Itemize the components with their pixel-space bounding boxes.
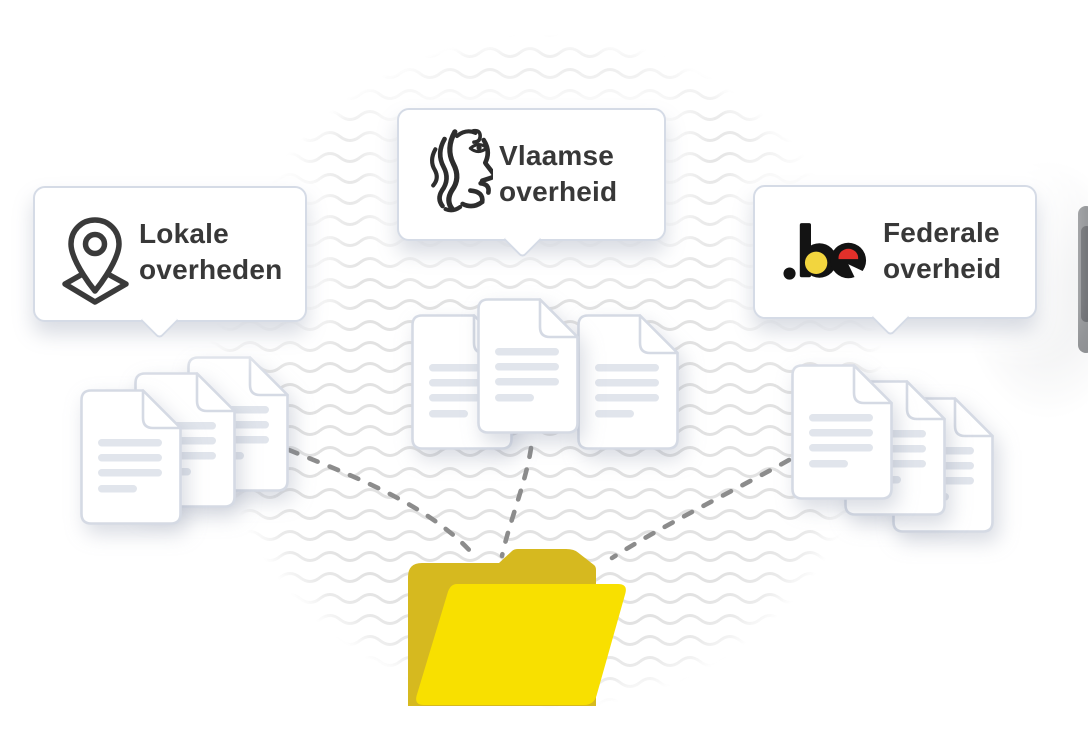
bubble-lokale-overheden: Lokale overheden	[33, 186, 307, 322]
bubble-federale-overheid: Federale overheid	[753, 185, 1037, 319]
bubble-label: Vlaamse overheid	[499, 138, 617, 210]
document-icon	[476, 297, 580, 435]
bubble-label-line2: overheden	[139, 254, 283, 285]
bubble-label: Lokale overheden	[139, 216, 282, 288]
document-icon	[576, 313, 680, 451]
bubble-label: Federale overheid	[883, 215, 1001, 287]
document-icon	[790, 363, 894, 501]
bubble-label-line1: Lokale	[139, 218, 229, 249]
connector-left	[286, 447, 474, 555]
folder-front	[416, 584, 626, 705]
bubble-label-line1: Vlaamse	[499, 140, 615, 171]
connector-right	[609, 457, 792, 561]
right-edge-peek-handle[interactable]	[1081, 226, 1088, 322]
bubble-label-line2: overheid	[499, 176, 618, 207]
map-pin-icon	[62, 217, 129, 305]
folder-icon	[408, 549, 626, 706]
flemish-lion-icon	[430, 128, 493, 213]
document-icon	[79, 388, 183, 526]
bubble-label-line2: overheid	[883, 253, 1002, 284]
bubble-label-line1: Federale	[883, 217, 1000, 248]
bubble-vlaamse-overheid: Vlaamse overheid	[397, 108, 666, 241]
dot-be-icon	[783, 223, 867, 280]
